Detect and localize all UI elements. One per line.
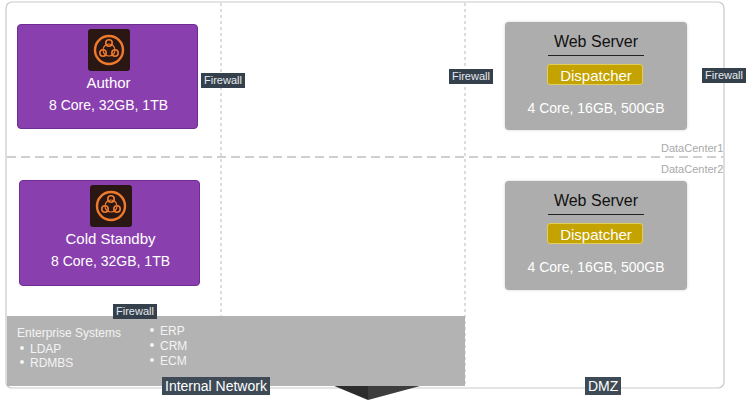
box-text: 4 Core, 16GB, 500GB [528,258,665,276]
box-text: Cold Standby [65,229,155,248]
dispatcher-box: Dispatcher [547,64,643,85]
box-text: 8 Core, 32GB, 1TB [49,96,168,114]
outer-frame [6,2,724,388]
standby-server: Cold Standby 8 Core, 32GB, 1TB [19,180,200,286]
bullet-item: ECM [160,353,187,369]
web-server: Web Server 4 Core, 16GB, 500GB Dispatcher [505,181,687,290]
firewall-label: Firewall [201,73,245,88]
box-title: Web Server [548,32,644,56]
icon-holder [90,185,132,227]
aem-icon [90,185,132,227]
box-text: 8 Core, 32GB, 1TB [51,252,170,270]
web-server: Web Server 4 Core, 16GB, 500GB Dispatcher [505,22,687,130]
box-text: Author [86,73,130,92]
bullet-item: RDMBS [30,355,73,371]
box-text: 4 Core, 16GB, 500GB [528,99,665,117]
firewall-label: Firewall [702,68,746,83]
author-server: Author 8 Core, 32GB, 1TB [17,24,198,129]
aem-icon [88,29,130,71]
firewall-label: Firewall [449,69,493,84]
zone-label: Internal Network [162,377,270,395]
bullet-item: CRM [160,338,187,354]
icon-holder [88,29,130,71]
zone-label: DMZ [585,377,621,395]
bullet-item: ERP [160,323,185,339]
box-text: Dispatcher [560,225,632,244]
bullet-item: LDAP [30,341,61,357]
box-title: Web Server [548,191,644,215]
datacenter-label: DataCenter1 [661,141,723,155]
dispatcher-box: Dispatcher [547,223,643,244]
datacenter-divider [7,156,723,158]
datacenter-label: DataCenter2 [661,162,723,176]
box-text: Dispatcher [560,66,632,85]
box-text: Enterprise Systems [17,325,121,341]
firewall-label: Firewall [113,304,157,319]
enterprise-band: Enterprise SystemsLDAPRDMBS ERPCRMECM [7,316,465,386]
